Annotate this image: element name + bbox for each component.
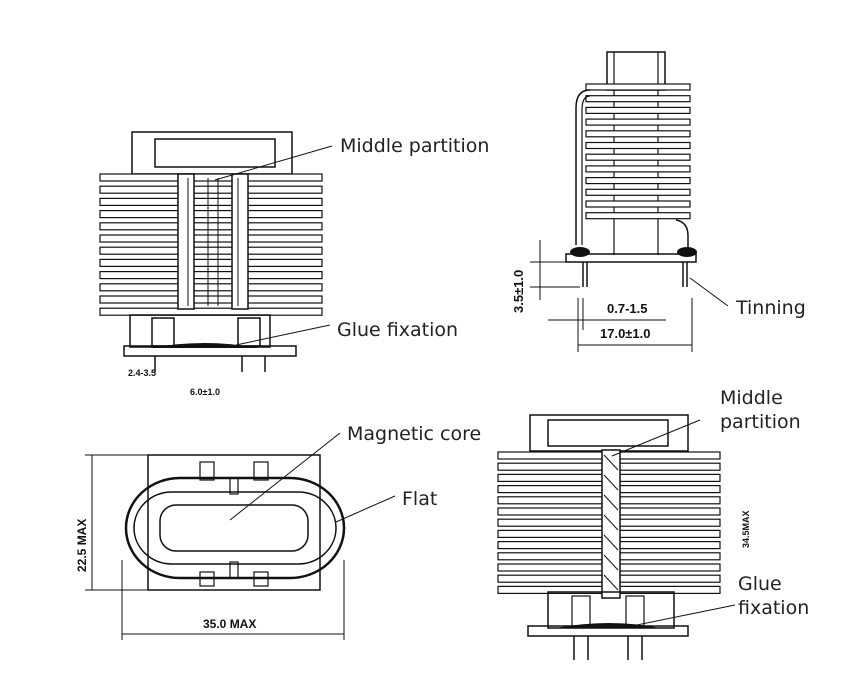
pin-pitch-dim: 6.0±1.0	[190, 387, 220, 397]
front-partition-right	[231, 173, 249, 310]
side-solder-right	[677, 247, 697, 257]
tinning-leader	[689, 277, 729, 307]
side-base	[565, 253, 697, 263]
side-view: 3.5±1.0 0.7-1.5 17.0±1.0 Tinning	[511, 51, 806, 352]
winding-plate	[99, 246, 323, 255]
flat-label: Flat	[402, 488, 437, 510]
front-winding-plates	[99, 173, 323, 316]
winding-plate	[99, 185, 323, 194]
tinning-label: Tinning	[735, 297, 806, 319]
flat-leader	[335, 495, 396, 523]
winding-plate	[585, 95, 691, 103]
middle-partition-leader	[214, 145, 333, 181]
winding-plate	[585, 188, 691, 196]
winding-plate	[99, 271, 323, 280]
front-partition-left	[177, 173, 195, 310]
magnetic-core-inner	[133, 491, 337, 565]
winding-plate	[585, 165, 691, 173]
front-glue-blob	[150, 343, 258, 348]
winding-plate	[99, 258, 323, 267]
winding-plate	[99, 210, 323, 219]
side-winding-plates	[585, 83, 691, 220]
front-label-window	[154, 138, 276, 168]
winding-plate	[99, 295, 323, 304]
iso-glue-label-line2: fixation	[738, 597, 809, 619]
winding-plate	[585, 212, 691, 220]
iso-glue-blob	[556, 623, 660, 628]
glue-fixation-label: Glue fixation	[337, 319, 458, 341]
side-gap-dim: 0.7-1.5	[607, 301, 647, 316]
side-lead-left	[575, 89, 591, 245]
winding-plate	[585, 200, 691, 208]
winding-plate	[99, 307, 323, 316]
winding-plate	[585, 118, 691, 126]
winding-plate	[585, 83, 691, 91]
bottom-base-outline	[147, 454, 321, 591]
magnetic-core-label: Magnetic core	[347, 423, 481, 445]
front-view: Middle partition Glue fixation 2.4-3.5 6…	[99, 131, 489, 397]
winding-plate	[99, 283, 323, 292]
winding-plate	[585, 177, 691, 185]
winding-plate	[585, 153, 691, 161]
side-lead-right	[675, 219, 689, 250]
winding-plate	[585, 130, 691, 138]
side-solder-left	[570, 247, 590, 257]
winding-plate	[585, 141, 691, 150]
iso-glue-leader	[631, 604, 736, 627]
magnetic-core-outer	[124, 476, 346, 580]
bottom-view: Magnetic core Flat 22.5 MAX 35.0 MAX	[75, 423, 481, 640]
iso-middle-partition-label-line2: partition	[720, 411, 801, 433]
front-pin-block-left	[151, 317, 175, 347]
side-height-dim: 3.5±1.0	[511, 270, 526, 313]
winding-plate	[99, 222, 323, 231]
winding-plate	[585, 106, 691, 115]
middle-partition-label: Middle partition	[340, 135, 489, 157]
iso-height-dim: 34.5MAX	[741, 510, 751, 548]
winding-plate	[99, 197, 323, 206]
bottom-height-dim: 22.5 MAX	[75, 519, 89, 572]
bottom-width-dim: 35.0 MAX	[203, 617, 256, 631]
winding-plate	[99, 173, 323, 182]
iso-glue-label-line1: Glue	[738, 573, 782, 595]
iso-middle-partition-label-line1: Middle	[720, 387, 783, 409]
side-width-dim: 17.0±1.0	[600, 326, 651, 341]
iso-middle-partition-leader	[611, 419, 701, 457]
winding-plate	[99, 234, 323, 243]
iso-view: Middle partition Glue fixation 34.5MAX	[497, 387, 809, 660]
pin-range-dim: 2.4-3.5	[128, 368, 156, 378]
magnetic-core-flat	[159, 504, 309, 552]
glue-fixation-leader	[235, 324, 331, 346]
magnetic-core-leader	[229, 432, 341, 521]
